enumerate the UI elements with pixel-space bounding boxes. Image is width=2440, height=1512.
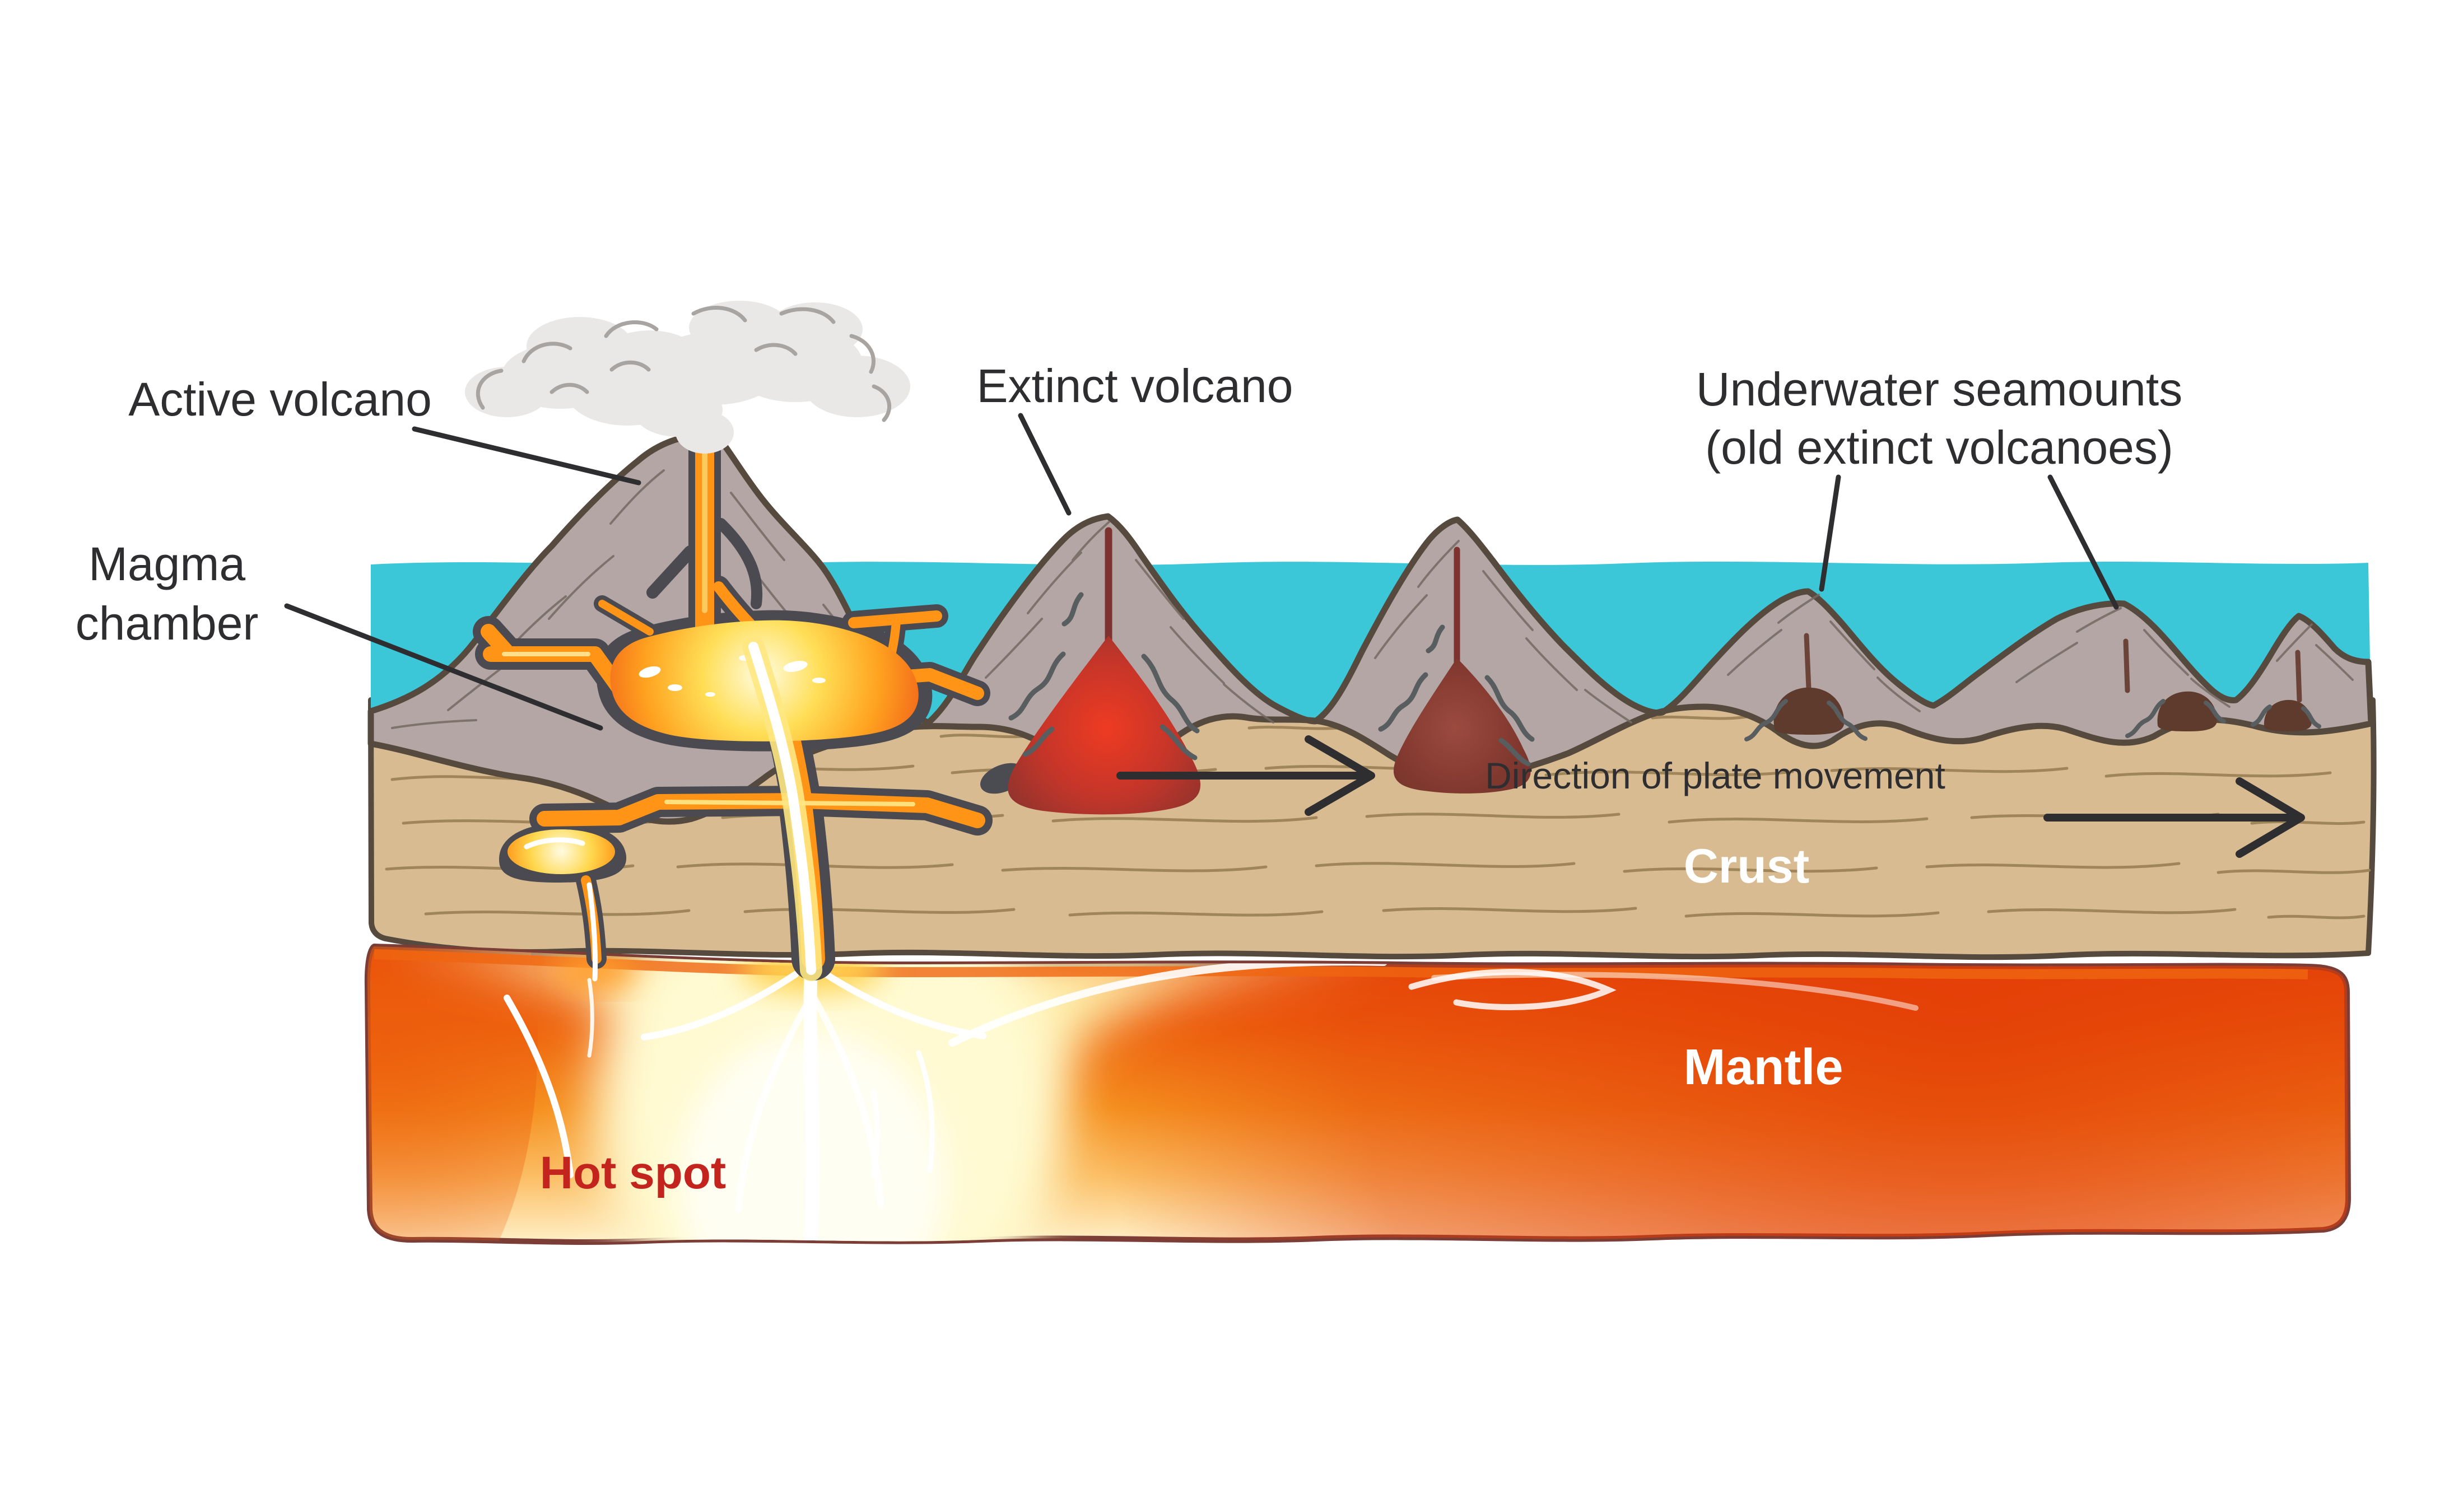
mantle-top-hot-rim	[374, 949, 2308, 979]
label-hot-spot: Hot spot	[540, 1147, 726, 1198]
label-active-volcano: Active volcano	[128, 373, 432, 426]
seamount-magma-plugs	[1744, 633, 2321, 741]
mushroom-drip	[586, 882, 598, 982]
smoke-plume	[465, 301, 910, 454]
annotations	[284, 413, 2305, 858]
leader-line-seamount-2	[2047, 474, 2119, 610]
seamount-1-cracks	[1744, 699, 1868, 741]
plate-movement-arrow-left	[1116, 735, 1375, 816]
plate-movement-arrow-right	[2043, 777, 2305, 858]
leader-line-extinct-volcano	[1018, 413, 1072, 516]
mantle-layer	[364, 944, 2351, 1245]
seamount-2-dike	[2123, 638, 2130, 693]
leader-line-active-volcano	[412, 426, 641, 486]
label-underwater-seamounts-line2: (old extinct volcanoes)	[1705, 421, 2173, 474]
extinct-volcano-magma	[980, 527, 1201, 815]
leader-line-seamount-1	[1819, 474, 1841, 592]
magma-chamber-sparkles	[639, 655, 826, 697]
mantle-interior	[367, 946, 2348, 1242]
label-magma-chamber-line1: Magma	[89, 538, 245, 590]
old-volcano-magma	[1378, 547, 1535, 794]
labels: Active volcano Magma chamber Extinct vol…	[76, 360, 2183, 1198]
smoke-outline-strokes	[476, 306, 892, 422]
seamount-2-cracks	[2125, 699, 2226, 738]
label-magma-chamber-line2: chamber	[76, 597, 259, 650]
leader-line-magma-chamber	[284, 603, 603, 731]
magma-stream-core	[748, 642, 816, 975]
old-volcano-cracks	[1378, 624, 1535, 767]
seamount-3-dike	[2295, 650, 2302, 703]
mantle-flow-streaks	[504, 958, 1919, 1242]
old-volcano-chamber	[1393, 658, 1531, 794]
label-extinct-volcano: Extinct volcano	[977, 360, 1293, 412]
extinct-volcano-cracks	[1008, 592, 1200, 760]
mushroom-sill-highlight	[524, 837, 585, 850]
extinct-volcano-chamber	[1008, 636, 1201, 815]
seamount-3-cracks	[2251, 704, 2321, 729]
active-volcano-magma-system	[473, 422, 993, 982]
mantle-deep-left	[367, 946, 538, 1242]
seamount-3-plug	[2264, 699, 2312, 731]
label-underwater-seamounts-line1: Underwater seamounts	[1696, 363, 2182, 416]
label-plate-movement: Direction of plate movement	[1485, 755, 1945, 796]
label-mantle: Mantle	[1683, 1039, 1843, 1095]
seamount-1-plug	[1773, 687, 1845, 735]
seamount-2-plug	[2157, 691, 2218, 731]
label-crust: Crust	[1684, 839, 1810, 893]
mantle-deep-right	[980, 946, 2348, 1242]
seamount-1-dike	[1804, 633, 1812, 692]
mushroom-sill-lava	[507, 829, 615, 874]
